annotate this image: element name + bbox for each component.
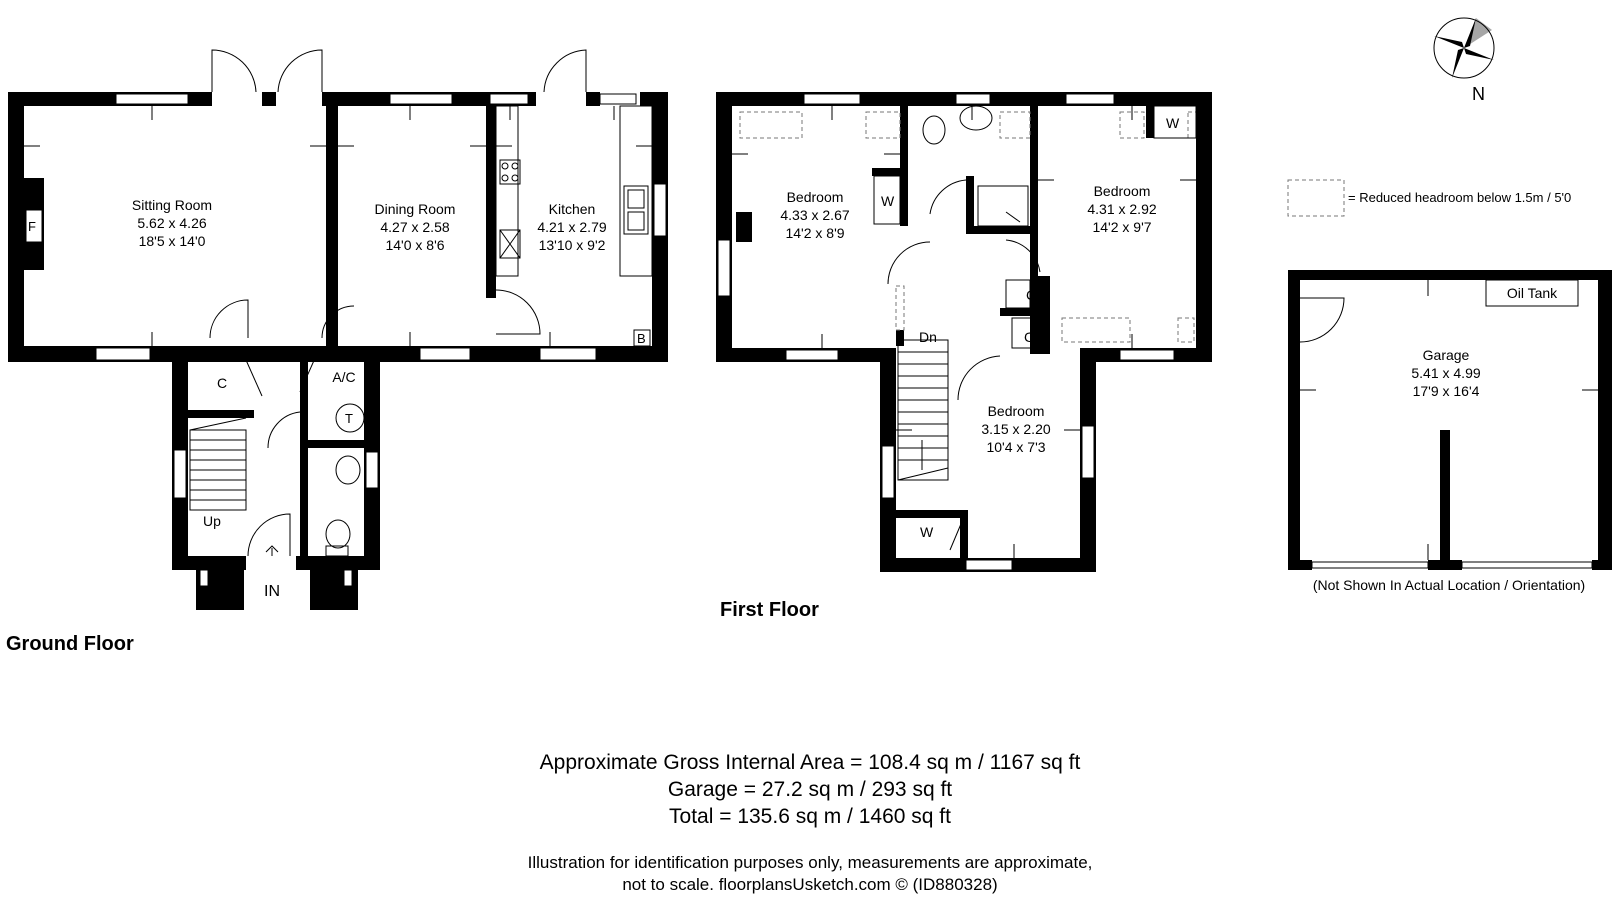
landing-cupboard-1-label: C xyxy=(1026,287,1036,303)
headroom-legend: = Reduced headroom below 1.5m / 5'0 xyxy=(1287,179,1571,217)
ground-cupboard-label: C xyxy=(217,375,227,391)
garage-imperial: 17'9 x 16'4 xyxy=(1413,383,1480,399)
kitchen-name: Kitchen xyxy=(549,201,596,217)
ground-floor-title: Ground Floor xyxy=(6,633,134,655)
airing-cupboard-label: A/C xyxy=(332,369,355,385)
bedroom-1-metric: 4.33 x 2.67 xyxy=(780,207,849,223)
garage-area-text: Garage = 27.2 sq m / 293 sq ft xyxy=(667,778,953,801)
kitchen-imperial: 13'10 x 9'2 xyxy=(539,237,606,253)
garage-orientation-note: (Not Shown In Actual Location / Orientat… xyxy=(1313,577,1585,593)
tank-label: T xyxy=(345,411,353,426)
wardrobe-2-label: W xyxy=(1166,115,1180,131)
bedroom-1-imperial: 14'2 x 8'9 xyxy=(785,225,844,241)
oil-tank-label: Oil Tank xyxy=(1507,285,1558,301)
dining-room-imperial: 14'0 x 8'6 xyxy=(385,237,444,253)
stairs-down-label: Dn xyxy=(919,329,937,345)
total-area-text: Total = 135.6 sq m / 1460 sq ft xyxy=(669,805,951,828)
entrance-label: IN xyxy=(264,583,280,600)
landing-cupboard-2-label: C xyxy=(1024,329,1034,345)
bedroom-3-imperial: 10'4 x 7'3 xyxy=(986,439,1045,455)
stairs-up-label: Up xyxy=(203,513,221,529)
bedroom-2-metric: 4.31 x 2.92 xyxy=(1087,201,1156,217)
wardrobe-1-label: W xyxy=(881,193,895,209)
dining-room-name: Dining Room xyxy=(375,201,456,217)
bedroom-2-imperial: 14'2 x 9'7 xyxy=(1092,219,1151,235)
bedroom-2-name: Bedroom xyxy=(1094,183,1151,199)
first-floor-plan: W W W C C Bedroom 4.33 x 2.67 14'2 x 8'9… xyxy=(716,92,1212,621)
north-label: N xyxy=(1472,84,1485,104)
north-compass-icon: N xyxy=(1433,17,1495,104)
disclaimer-line-2: not to scale. floorplansUsketch.com © (I… xyxy=(622,875,998,894)
fireplace-label: F xyxy=(28,219,36,234)
sitting-room-metric: 5.62 x 4.26 xyxy=(137,215,206,231)
bedroom-3-name: Bedroom xyxy=(988,403,1045,419)
boiler-label: B xyxy=(637,331,646,346)
first-floor-title: First Floor xyxy=(720,599,819,621)
kitchen-metric: 4.21 x 2.79 xyxy=(537,219,606,235)
wardrobe-3-label: W xyxy=(920,524,934,540)
garage-plan: Oil Tank Garage 5.41 x 4.99 17'9 x 16'4 … xyxy=(1288,270,1612,593)
gross-area-text: Approximate Gross Internal Area = 108.4 … xyxy=(539,751,1081,774)
dining-room-metric: 4.27 x 2.58 xyxy=(380,219,449,235)
sitting-room-name: Sitting Room xyxy=(132,197,212,213)
garage-name: Garage xyxy=(1423,347,1470,363)
sitting-room-imperial: 18'5 x 14'0 xyxy=(139,233,206,249)
ground-floor-plan: F B xyxy=(6,49,668,655)
bedroom-3-metric: 3.15 x 2.20 xyxy=(981,421,1050,437)
garage-metric: 5.41 x 4.99 xyxy=(1411,365,1480,381)
disclaimer-line-1: Illustration for identification purposes… xyxy=(527,853,1093,872)
bedroom-1-name: Bedroom xyxy=(787,189,844,205)
legend-text: = Reduced headroom below 1.5m / 5'0 xyxy=(1348,190,1571,205)
